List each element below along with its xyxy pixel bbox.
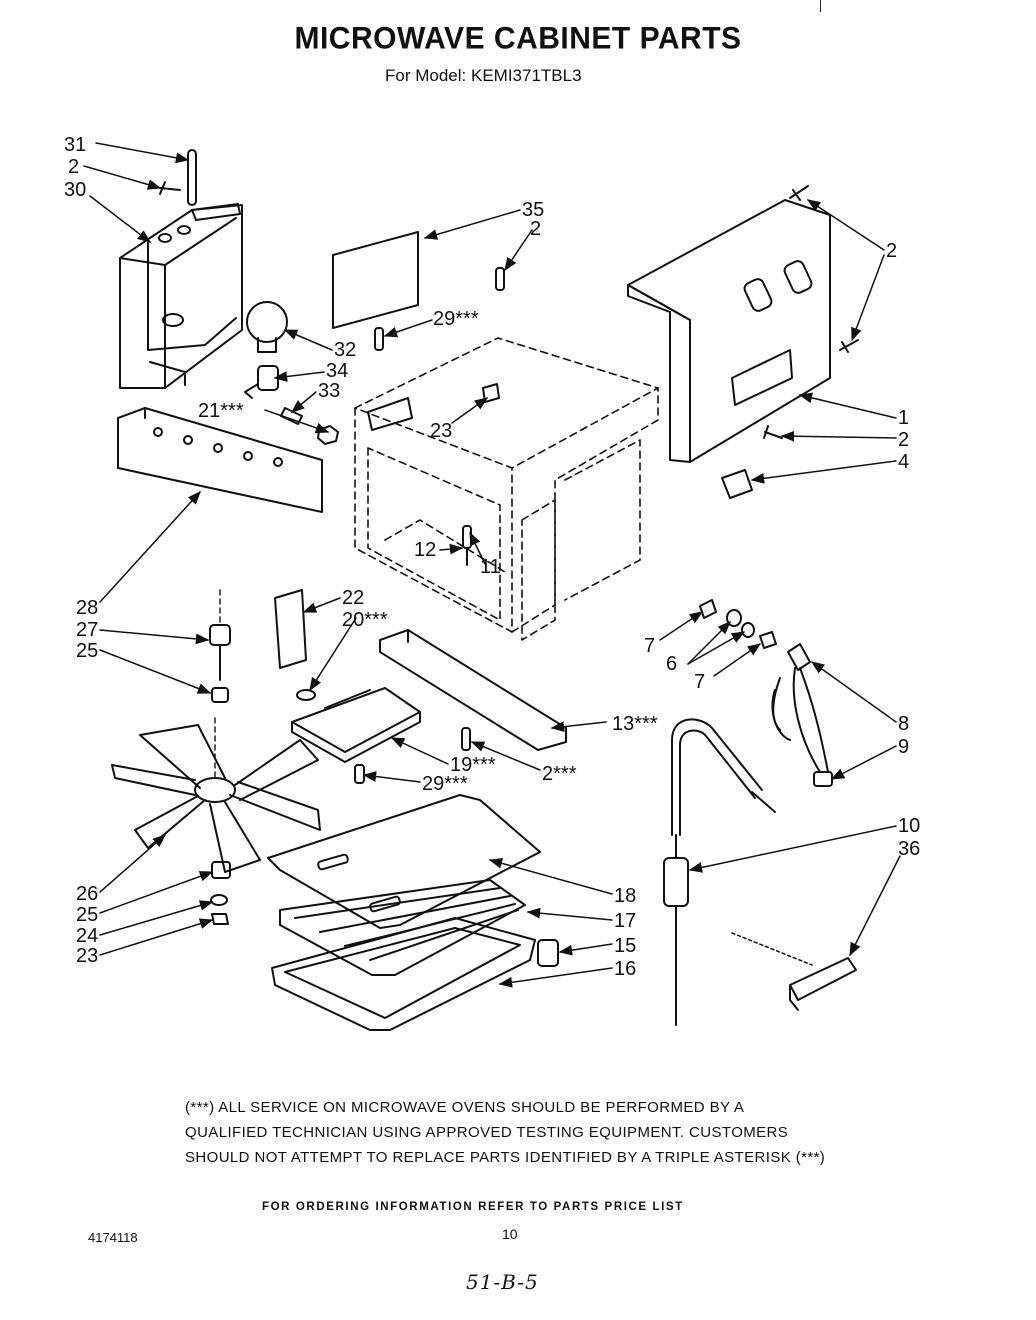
callout-23-lower: 23 bbox=[76, 945, 98, 967]
part-washer-20 bbox=[296, 689, 316, 701]
callout-29-low: 29*** bbox=[422, 773, 468, 795]
part-lamp-housing bbox=[119, 203, 243, 389]
part-clip-15 bbox=[537, 939, 559, 967]
callout-8: 8 bbox=[898, 713, 909, 735]
part-screw-29-top bbox=[374, 327, 384, 351]
callout-13: 13*** bbox=[612, 713, 658, 735]
model-label: For Model: bbox=[385, 66, 467, 85]
part-oven-rack bbox=[279, 879, 526, 976]
ordering-note: FOR ORDERING INFORMATION REFER TO PARTS … bbox=[262, 1201, 684, 1213]
part-screw-2-rail bbox=[461, 727, 471, 751]
callout-36: 36 bbox=[898, 838, 920, 860]
callout-22: 22 bbox=[342, 587, 364, 609]
callout-10: 10 bbox=[898, 815, 920, 837]
part-stirrer-plate bbox=[291, 687, 421, 763]
callout-34: 34 bbox=[326, 360, 348, 382]
part-screw-29-low bbox=[354, 764, 365, 784]
part-sensor-12-11 bbox=[462, 525, 472, 566]
part-trim-strip bbox=[117, 407, 323, 513]
part-rod bbox=[187, 149, 197, 206]
callout-35: 35 bbox=[522, 199, 544, 221]
model-subtitle: For Model: KEMI371TBL3 bbox=[385, 66, 582, 86]
part-connector-4 bbox=[721, 469, 753, 499]
page-title: MICROWAVE CABINET PARTS bbox=[294, 21, 742, 56]
edge-mark bbox=[820, 0, 821, 12]
callout-leaders bbox=[83, 142, 901, 988]
callout-29-top: 29*** bbox=[433, 308, 479, 330]
part-main-cabinet bbox=[354, 337, 659, 641]
warning-line-2: QUALIFIED TECHNICIAN USING APPROVED TEST… bbox=[185, 1124, 789, 1141]
callout-6: 6 bbox=[666, 653, 677, 675]
callout-labels: 31 2 30 35 2 2 29*** 32 34 33 21*** 23 1… bbox=[64, 134, 920, 980]
callout-7-lower: 7 bbox=[694, 671, 705, 693]
callout-1: 1 bbox=[898, 407, 909, 429]
callout-25-upper: 25 bbox=[76, 640, 98, 662]
callout-32: 32 bbox=[334, 339, 356, 361]
callout-25-lower: 25 bbox=[76, 904, 98, 926]
part-fan-hub-parts bbox=[210, 861, 231, 925]
callout-19: 19*** bbox=[450, 754, 496, 776]
callout-2-right-low: 2 bbox=[898, 429, 909, 451]
callout-2-top: 2 bbox=[530, 218, 541, 240]
callout-16: 16 bbox=[614, 958, 636, 980]
part-door-rail bbox=[379, 629, 567, 751]
callout-4: 4 bbox=[898, 451, 909, 473]
model-number: KEMI371TBL3 bbox=[470, 66, 582, 85]
callout-31: 31 bbox=[64, 134, 86, 156]
part-nut-21 bbox=[317, 425, 339, 445]
part-screw-2-right-low bbox=[763, 425, 783, 439]
part-stirrer-fan bbox=[111, 717, 321, 873]
part-lamp-socket bbox=[244, 365, 279, 399]
part-lamp-bulb bbox=[246, 301, 288, 353]
callout-20: 20*** bbox=[342, 609, 388, 631]
document-number: 4174118 bbox=[88, 1230, 138, 1245]
callout-12: 12 bbox=[414, 539, 436, 561]
part-stirrer-shaft bbox=[209, 589, 231, 703]
callout-7-upper: 7 bbox=[644, 635, 655, 657]
callout-27: 27 bbox=[76, 619, 98, 641]
callout-2-right-top: 2 bbox=[886, 240, 897, 262]
part-screw-upper-left bbox=[159, 181, 181, 195]
part-nut-33 bbox=[280, 407, 303, 425]
handwritten-note: 51-B-5 bbox=[466, 1270, 539, 1294]
part-screw-2-right-top bbox=[789, 185, 809, 201]
service-warning: (***) ALL SERVICE ON MICROWAVE OVENS SHO… bbox=[185, 1095, 845, 1170]
callout-17: 17 bbox=[614, 910, 636, 932]
page-number: 10 bbox=[502, 1226, 518, 1242]
warning-line-1: (***) ALL SERVICE ON MICROWAVE OVENS SHO… bbox=[185, 1099, 745, 1116]
callout-18: 18 bbox=[614, 885, 636, 907]
callout-2-upper-left: 2 bbox=[68, 156, 79, 178]
callout-21: 21*** bbox=[198, 400, 244, 422]
callout-28: 28 bbox=[76, 597, 98, 619]
part-glass-tray bbox=[267, 794, 541, 929]
callout-33: 33 bbox=[318, 380, 340, 402]
part-temp-probe bbox=[663, 718, 776, 1026]
part-drip-pan bbox=[271, 917, 536, 1031]
warning-line-3: SHOULD NOT ATTEMPT TO REPLACE PARTS IDEN… bbox=[185, 1149, 826, 1166]
callout-9: 9 bbox=[898, 736, 909, 758]
part-outer-wrapper bbox=[627, 199, 831, 463]
callout-30: 30 bbox=[64, 179, 86, 201]
part-cabinet-bracket bbox=[367, 397, 413, 431]
callout-26: 26 bbox=[76, 883, 98, 905]
callout-15: 15 bbox=[614, 935, 636, 957]
part-screw-2-top bbox=[495, 267, 505, 291]
part-screw-2-right-mid bbox=[839, 339, 859, 353]
callout-11: 11 bbox=[480, 556, 501, 578]
callout-2-rail: 2*** bbox=[542, 763, 577, 785]
callout-24: 24 bbox=[76, 925, 98, 947]
part-bracket-22 bbox=[274, 589, 307, 669]
part-window-panel bbox=[332, 231, 419, 329]
callout-23-upper: 23 bbox=[430, 420, 452, 442]
part-wire-harness bbox=[771, 643, 833, 787]
part-probe-tool bbox=[731, 932, 857, 1011]
part-nuts-washers bbox=[699, 599, 777, 649]
